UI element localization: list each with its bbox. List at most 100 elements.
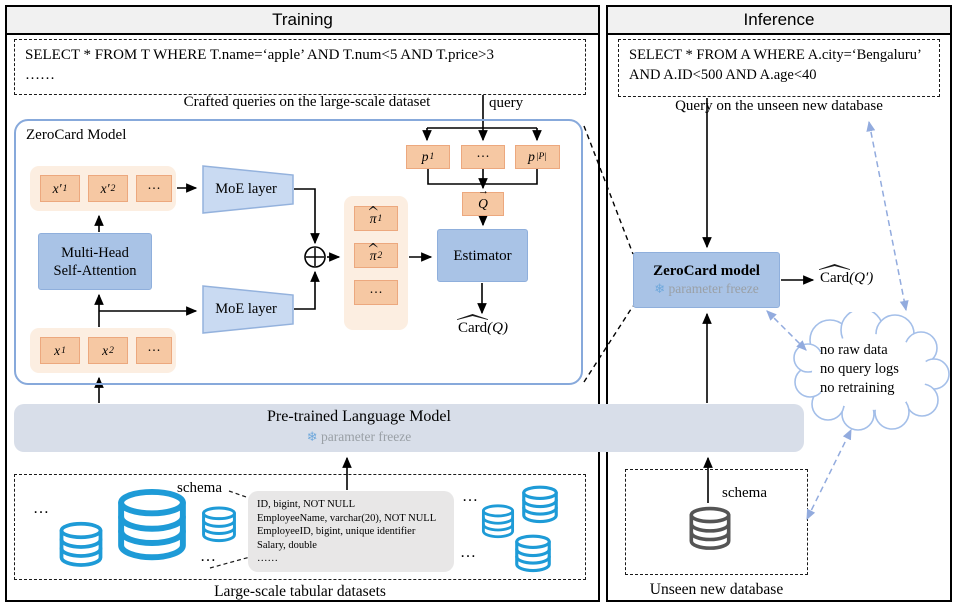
trapezoid-shape [202, 165, 294, 214]
database-icon [56, 520, 106, 568]
trapezoid-shape [202, 285, 294, 334]
token-base: ··· [476, 149, 490, 164]
cloud-line: no raw data [820, 342, 888, 358]
schema-line: ID, bigint, NOT NULL [257, 499, 356, 510]
cloud-line: no retraining [820, 380, 895, 396]
unseen-database-caption: Unseen new database [649, 581, 784, 598]
query-label: query [489, 95, 524, 111]
snowflake-icon: ❄ [654, 281, 666, 297]
card-arg: (Q) [487, 320, 508, 336]
inference-query-caption: Query on the unseen new database [675, 98, 883, 114]
card-q-prime-output: Card(Q′) [820, 270, 910, 287]
plm-title: Pre-trained Language Model [267, 408, 451, 425]
zerocard-model-title: ZeroCard Model [26, 127, 127, 143]
database-icon [687, 503, 733, 553]
token-pi-dots: ··· [354, 280, 398, 305]
token-base: ··· [147, 180, 161, 196]
schema-label-inference: schema [722, 485, 767, 501]
token-x-prime-1: x′1 [40, 175, 80, 202]
schema-line: Salary, double [257, 539, 317, 551]
inference-freeze-row: ❄ parameter freeze [654, 280, 759, 299]
token-sub: 1 [62, 183, 68, 194]
plm-freeze-label: parameter freeze [320, 429, 412, 444]
token-base: x′ [100, 180, 110, 196]
token-base: x [102, 342, 109, 358]
plm-freeze-row: ❄ parameter freeze [14, 429, 704, 445]
snowflake-icon: ❄ [306, 430, 318, 445]
zerocard-model-frame [14, 119, 583, 385]
datasets-dots: … [200, 548, 217, 565]
inference-title: Inference [743, 10, 815, 29]
cloud-text: no raw data no query logs no retraining [820, 341, 899, 398]
datasets-dots: … [460, 544, 477, 561]
token-base: π [369, 210, 377, 226]
token-p-P: p|P| [515, 145, 560, 169]
token-base: x′ [52, 180, 62, 196]
moe-layer-top-label: MoE layer [215, 181, 277, 197]
token-sub: 2 [110, 183, 116, 194]
database-icon [518, 484, 562, 524]
unseen-database-box [625, 469, 808, 575]
inference-query-box: SELECT * FROM A WHERE A.city=‘Bengaluru’… [618, 39, 940, 97]
schema-line: EmployeeID, bigint, unique identifier [257, 526, 416, 537]
sql-line-1: SELECT * FROM A WHERE A.city=‘Bengaluru’ [629, 47, 922, 63]
card-hat: Card [820, 270, 850, 286]
schema-label-training: schema [177, 480, 222, 496]
token-sub: 2 [377, 250, 383, 261]
sql-line-1: SELECT * FROM T WHERE T.name=‘apple’ AND… [25, 47, 494, 63]
sql-line-2: …… [25, 67, 55, 83]
sql-line-2: AND A.ID<500 AND A.age<40 [629, 67, 817, 83]
zerocard-model-inference-box: ZeroCard model ❄ parameter freeze [633, 252, 780, 308]
pretrained-language-model-bar: Pre-trained Language Model ❄ parameter f… [14, 404, 804, 452]
cloud-callout: no raw data no query logs no retraining [788, 308, 954, 434]
training-title: Training [272, 10, 333, 29]
token-base: p [421, 149, 429, 164]
estimator-box: Estimator [437, 229, 528, 282]
datasets-dots: … [33, 500, 50, 517]
inference-freeze-label: parameter freeze [668, 280, 759, 296]
token-p-dots: ··· [461, 145, 505, 169]
token-x-prime-2: x′2 [88, 175, 128, 202]
inference-panel: Inference [606, 5, 952, 602]
card-hat: Card [458, 320, 488, 336]
cloud-line: no query logs [820, 361, 899, 377]
token-sub: 1 [61, 345, 66, 356]
token-base: ··· [369, 284, 383, 300]
token-sub: 2 [109, 345, 114, 356]
cloud-shape [793, 308, 950, 431]
schema-detail-box: ID, bigint, NOT NULL EmployeeName, varch… [248, 491, 454, 572]
token-x-prime-dots: ··· [136, 175, 172, 202]
card-arg: (Q′) [849, 270, 874, 286]
datasets-dots: … [462, 488, 479, 505]
card-q-output: Card(Q) [440, 320, 526, 337]
token-base: ··· [147, 342, 161, 358]
inference-header: Inference [608, 7, 950, 35]
training-header: Training [7, 7, 598, 35]
token-sub: |P| [535, 152, 547, 162]
database-icon [510, 533, 556, 573]
training-panel: Training [5, 5, 600, 602]
attention-line-1: Multi-Head [61, 244, 129, 261]
database-icon [112, 486, 192, 562]
q-vector-label: Q [478, 196, 488, 212]
moe-layer-bottom-label: MoE layer [215, 301, 277, 317]
schema-line: EmployeeName, varchar(20), NOT NULL [257, 512, 437, 524]
token-sub: 1 [429, 152, 435, 162]
database-icon [198, 505, 240, 543]
q-vector-box: Q [462, 192, 504, 216]
token-sub: 1 [377, 213, 383, 224]
token-base: x [54, 342, 61, 358]
token-base: p [528, 149, 535, 164]
crafted-queries-caption: Crafted queries on the large-scale datas… [183, 94, 431, 110]
moe-layer-top: MoE layer [202, 165, 294, 214]
moe-layer-bottom: MoE layer [202, 285, 294, 334]
token-x-dots: ··· [136, 337, 172, 364]
datasets-box [14, 474, 586, 580]
crafted-queries-box: SELECT * FROM T WHERE T.name=‘apple’ AND… [14, 39, 586, 95]
